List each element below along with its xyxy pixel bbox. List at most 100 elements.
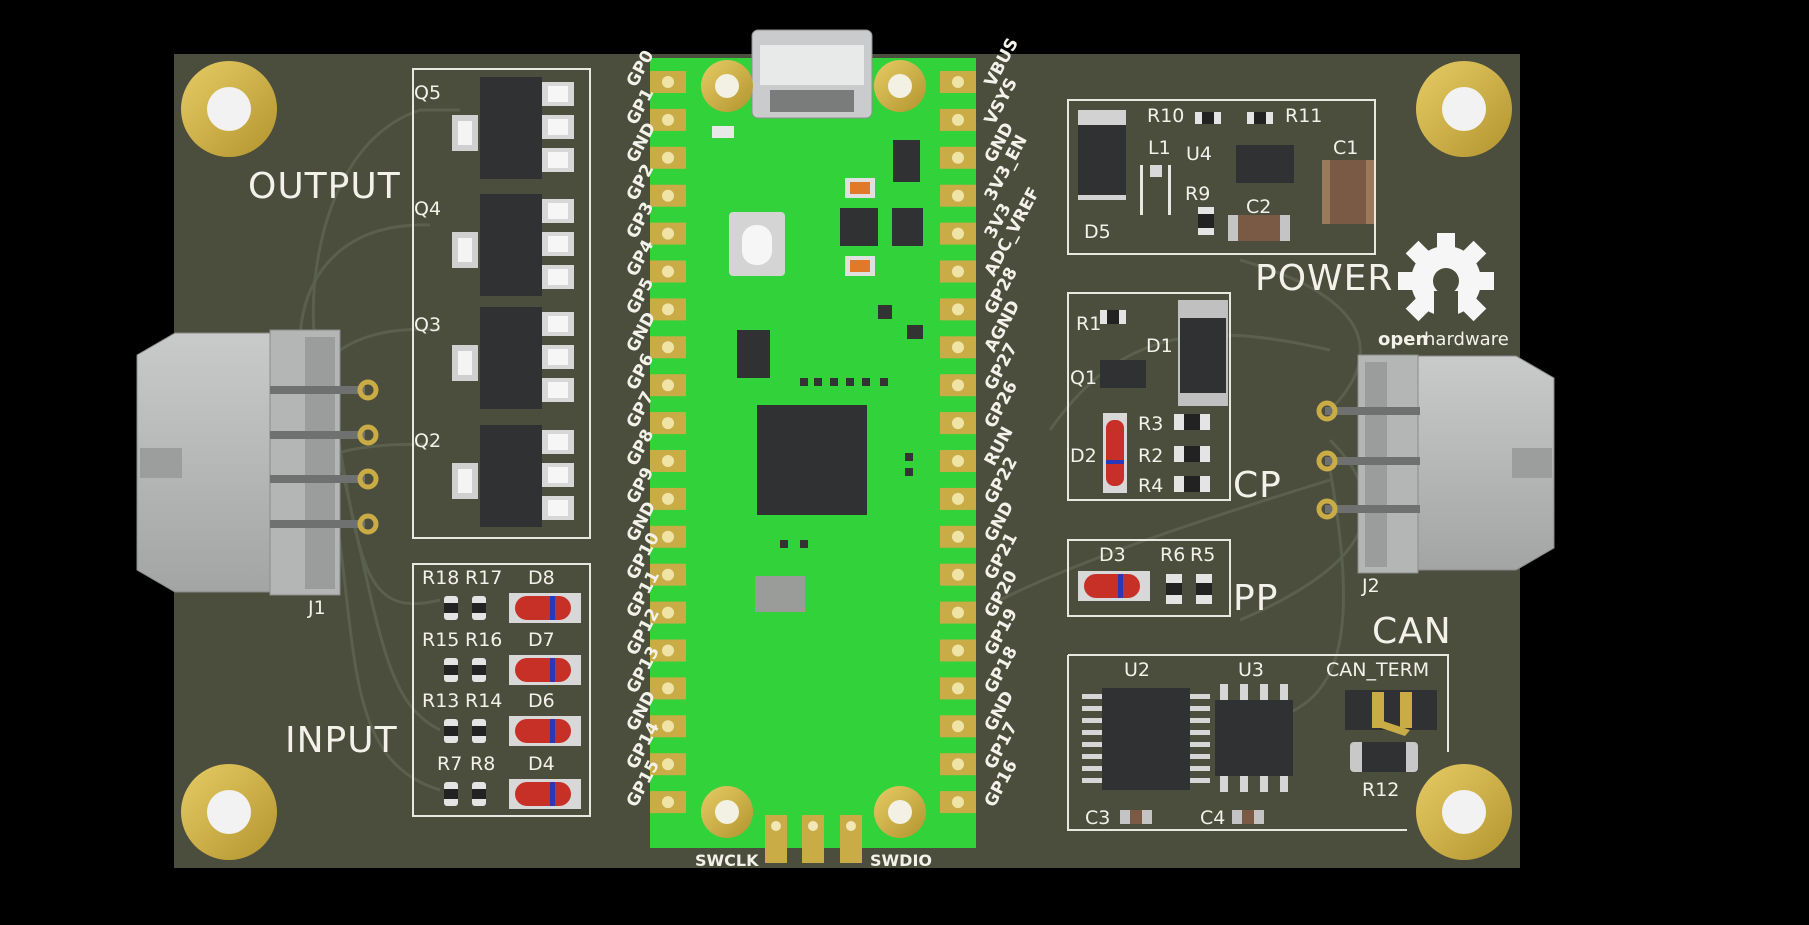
pico-pad-hole bbox=[662, 265, 674, 278]
ref-can-term: CAN_TERM bbox=[1326, 659, 1429, 681]
ref-c4: C4 bbox=[1200, 807, 1225, 829]
pico-pad-hole bbox=[662, 76, 674, 88]
ref-r4: R4 bbox=[1138, 475, 1163, 497]
ref-q4: Q4 bbox=[414, 198, 441, 220]
pico-pad-hole bbox=[952, 379, 964, 392]
input-section-outline bbox=[412, 563, 591, 817]
pico-pad-hole bbox=[662, 758, 674, 771]
pico-pad-hole bbox=[952, 303, 964, 316]
pico-pad-hole bbox=[952, 341, 964, 354]
mounting-holes bbox=[181, 61, 1512, 860]
pico-pin-label-left-2: GND bbox=[623, 119, 661, 166]
ref-c1: C1 bbox=[1333, 137, 1358, 159]
section-label-can: CAN bbox=[1372, 611, 1452, 652]
ref-d2: D2 bbox=[1070, 445, 1097, 467]
connector-label-j2: J2 bbox=[1361, 575, 1380, 597]
logo-text-open: open bbox=[1378, 329, 1428, 350]
ref-q1: Q1 bbox=[1070, 367, 1097, 389]
ref-d1: D1 bbox=[1146, 335, 1173, 357]
pico-pad-hole bbox=[662, 796, 674, 809]
pico-pad-hole bbox=[662, 227, 674, 240]
ref-d6: D6 bbox=[528, 690, 555, 712]
pico-pad-hole bbox=[952, 76, 964, 88]
pico-pad-hole bbox=[952, 189, 964, 202]
ref-r8: R8 bbox=[470, 753, 495, 775]
ref-r16: R16 bbox=[465, 629, 502, 651]
pico-pin-label-left-9: GP7 bbox=[623, 388, 659, 431]
connector-j2 bbox=[1316, 354, 1555, 574]
ref-r7: R7 bbox=[437, 753, 462, 775]
ref-r12: R12 bbox=[1362, 779, 1399, 801]
pico-pad-hole bbox=[952, 720, 964, 733]
ref-c2: C2 bbox=[1246, 196, 1271, 218]
pico-pad-hole bbox=[952, 151, 964, 164]
pico-pad-hole bbox=[952, 644, 964, 657]
input-parts bbox=[444, 593, 581, 809]
ref-r1: R1 bbox=[1076, 313, 1101, 335]
ref-r14: R14 bbox=[465, 690, 502, 712]
power-section bbox=[1067, 99, 1376, 255]
connector-j1 bbox=[136, 329, 379, 596]
pp-section bbox=[1067, 539, 1231, 617]
output-section-outline bbox=[412, 68, 591, 539]
pico-pad-hole bbox=[662, 303, 674, 316]
ref-c3: C3 bbox=[1085, 807, 1110, 829]
ref-d5: D5 bbox=[1084, 221, 1111, 243]
pico-pad-hole bbox=[662, 492, 674, 505]
ref-r6: R6 bbox=[1160, 544, 1185, 566]
pico-pin-swdio: SWDIO bbox=[870, 851, 932, 870]
pico-pin-label-left-4: GP3 bbox=[623, 199, 659, 242]
ref-u4: U4 bbox=[1186, 143, 1212, 165]
ref-r5: R5 bbox=[1190, 544, 1215, 566]
pico-pin-label-left-7: GND bbox=[623, 309, 661, 356]
cp-section bbox=[1067, 292, 1231, 501]
ref-r3: R3 bbox=[1138, 413, 1163, 435]
pico-pad-hole bbox=[952, 682, 964, 695]
pico-pad-hole bbox=[662, 417, 674, 430]
section-label-input: INPUT bbox=[285, 720, 398, 761]
ref-d4: D4 bbox=[528, 753, 555, 775]
pico-pad-hole bbox=[952, 113, 964, 126]
pico-pad-hole bbox=[662, 151, 674, 164]
ref-r15: R15 bbox=[422, 629, 459, 651]
open-hardware-gear-icon bbox=[1398, 233, 1494, 331]
ref-r10: R10 bbox=[1147, 105, 1184, 127]
ref-u3: U3 bbox=[1238, 659, 1264, 681]
pico-pad-hole bbox=[952, 455, 964, 467]
ref-r11: R11 bbox=[1285, 105, 1322, 127]
pico-pad-hole bbox=[662, 379, 674, 392]
ref-q3: Q3 bbox=[414, 314, 441, 336]
section-label-pp: PP bbox=[1233, 578, 1278, 619]
pico-pin-label-left-3: GP2 bbox=[623, 161, 659, 204]
mosfets bbox=[452, 77, 574, 527]
logo-text-hardware: hardware bbox=[1424, 329, 1509, 350]
pico-pad-hole bbox=[952, 265, 964, 278]
ref-d3: D3 bbox=[1099, 544, 1126, 566]
section-label-cp: CP bbox=[1233, 465, 1282, 506]
ref-r17: R17 bbox=[465, 567, 502, 589]
pico-pad-hole bbox=[662, 113, 674, 126]
pico-pad-hole bbox=[662, 189, 674, 202]
can-section bbox=[1067, 654, 1449, 831]
connector-label-j1: J1 bbox=[307, 597, 326, 619]
pico-pad-hole bbox=[662, 606, 674, 619]
pico-pin-label-left-8: GP6 bbox=[623, 350, 659, 393]
pico-pin-swclk: SWCLK bbox=[695, 851, 759, 870]
pico-pin-label-left-10: GP8 bbox=[623, 426, 659, 469]
pico-pad-hole bbox=[952, 796, 964, 809]
ref-q2: Q2 bbox=[414, 430, 441, 452]
pico-pad-hole bbox=[662, 530, 674, 543]
pico-pad-hole bbox=[662, 455, 674, 467]
ref-l1: L1 bbox=[1148, 137, 1171, 159]
pico-pad-hole bbox=[952, 530, 964, 543]
pico-pad-hole bbox=[662, 682, 674, 695]
ref-r13: R13 bbox=[422, 690, 459, 712]
ref-u2: U2 bbox=[1124, 659, 1150, 681]
pico-pin-label-left-5: GP4 bbox=[623, 237, 659, 280]
pico-pad-hole bbox=[952, 417, 964, 430]
pico-pad-hole bbox=[952, 606, 964, 619]
pico-pad-hole bbox=[662, 644, 674, 657]
